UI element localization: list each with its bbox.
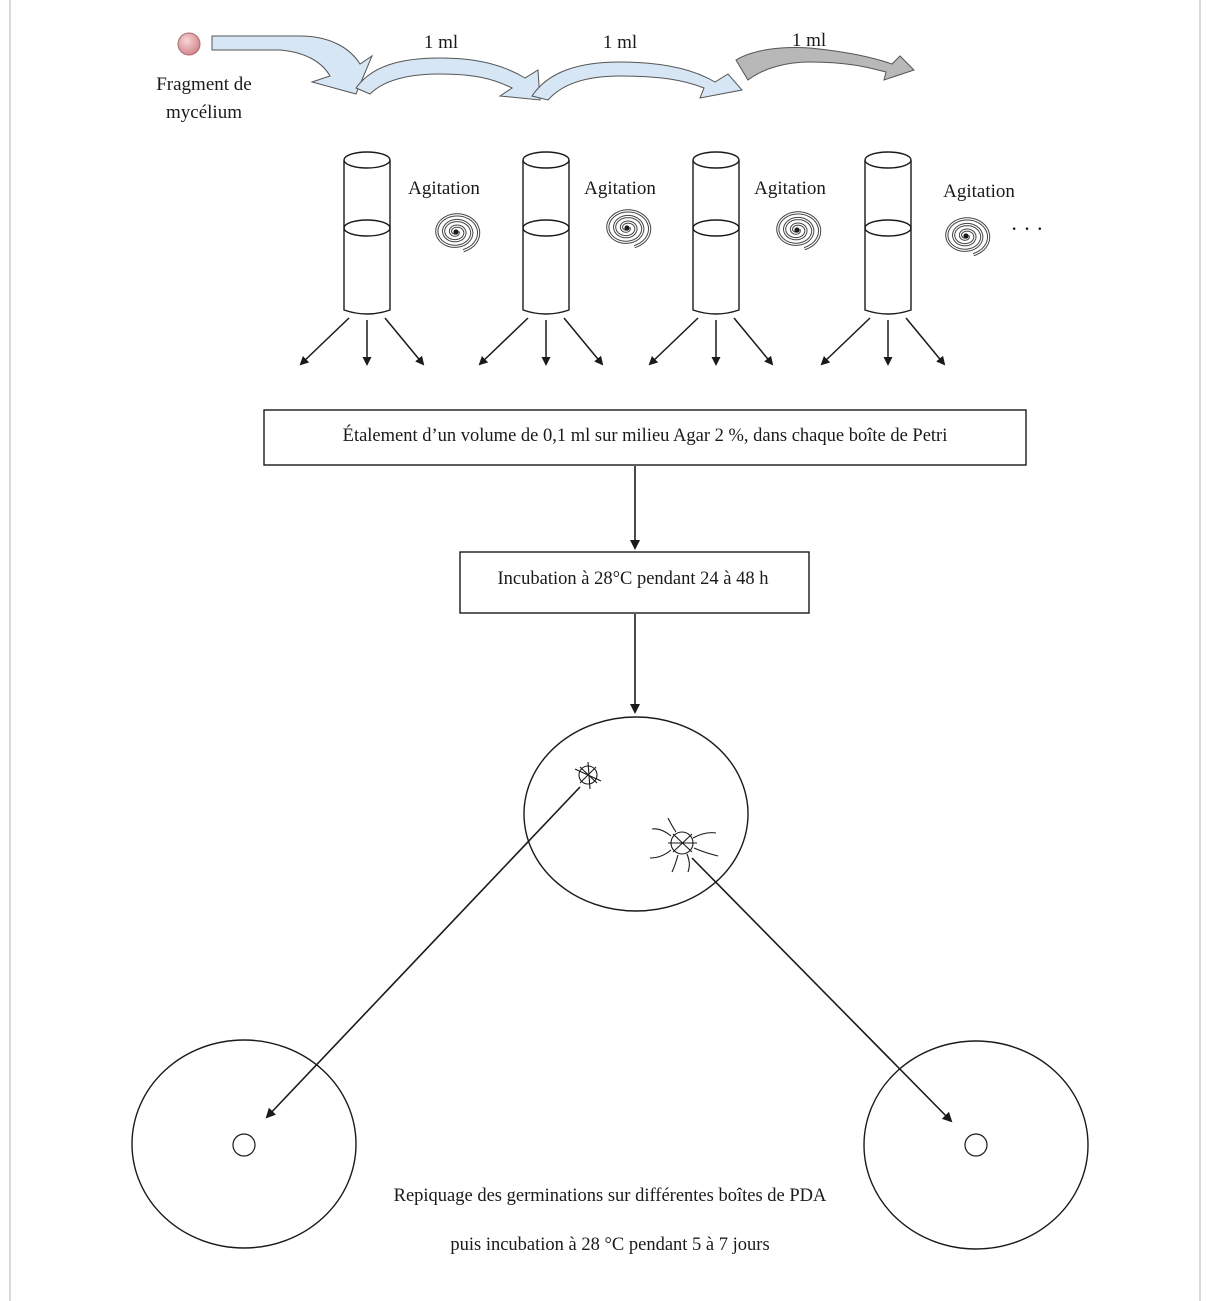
pda-plate-left	[131, 1039, 357, 1249]
incubation-step-text: Incubation à 28°C pendant 24 à 48 h	[498, 569, 769, 589]
spiral-stroke-inner	[777, 212, 821, 250]
tube-body	[343, 160, 391, 315]
spiral-center-dot	[963, 233, 969, 239]
spiral-stroke-inner	[946, 218, 990, 256]
tube-rim	[692, 151, 740, 169]
transfer-arrow-3	[531, 61, 743, 101]
transfer-label-3: 1 ml	[792, 30, 826, 51]
transfer-arrow-2	[355, 57, 541, 101]
germination-colony-1	[574, 761, 602, 790]
spread-arrow-right	[563, 317, 604, 366]
page-edge-right	[1199, 0, 1201, 1301]
continuation-ellipsis: · · ·	[1011, 216, 1044, 241]
agitation-spiral-icon-1	[435, 213, 481, 253]
dilution-tube-4	[820, 151, 946, 366]
subculture-caption-line1: Repiquage des germinations sur différent…	[394, 1186, 827, 1206]
agitation-label-2: Agitation	[584, 178, 656, 199]
spread-arrow-left	[820, 317, 871, 366]
spread-arrow-right	[905, 317, 946, 366]
incubation-step-box	[459, 551, 810, 614]
source-label-line2: mycélium	[166, 102, 242, 123]
pda-plate-right	[863, 1040, 1089, 1250]
source-label-line1: Fragment de	[156, 74, 252, 95]
spiral-center-dot	[794, 227, 800, 233]
arrow-colony1-to-left-plate	[265, 786, 581, 1119]
spread-arrow-left	[648, 317, 699, 366]
petri-dish-agar	[523, 716, 749, 912]
dilution-tubes	[299, 151, 991, 366]
spread-arrow-left	[478, 317, 529, 366]
spread-step-text: Étalement d’un volume de 0,1 ml sur mili…	[343, 424, 948, 446]
spread-arrow-left	[299, 317, 350, 366]
spread-step-box	[263, 409, 1027, 466]
agitation-spiral-icon-2	[606, 209, 652, 249]
spread-arrow-right	[384, 317, 425, 366]
tube-liquid-level	[522, 219, 570, 237]
mycelium-fragment-bead	[177, 32, 201, 56]
page-edge-left	[9, 0, 11, 1301]
tube-liquid-level	[343, 219, 391, 237]
dilution-tube-3	[648, 151, 774, 366]
dilution-tube-1	[299, 151, 425, 366]
spiral-center-dot	[624, 225, 630, 231]
arrow-colony2-to-right-plate	[691, 857, 953, 1123]
tube-rim	[864, 151, 912, 169]
agitation-label-1: Agitation	[408, 178, 480, 199]
spiral-center-dot	[453, 229, 459, 235]
agitation-label-3: Agitation	[754, 178, 826, 199]
agitation-spiral-icon-3	[776, 211, 822, 251]
tube-liquid-level	[692, 219, 740, 237]
pda-plate-left-inoculum	[232, 1133, 256, 1157]
spread-arrow-right	[733, 317, 774, 366]
agitation-label-4: Agitation	[943, 181, 1015, 202]
transfer-label-1: 1 ml	[424, 32, 458, 53]
transfer-arrow-4	[735, 47, 915, 81]
transfer-label-2: 1 ml	[603, 32, 637, 53]
tube-rim	[522, 151, 570, 169]
pda-plate-right-inoculum	[964, 1133, 988, 1157]
spiral-stroke-inner	[607, 210, 651, 248]
tube-body	[522, 160, 570, 315]
tube-body	[864, 160, 912, 315]
germination-colony-2	[649, 817, 719, 873]
tube-liquid-level	[864, 219, 912, 237]
tube-rim	[343, 151, 391, 169]
transfer-arrow-1	[211, 35, 374, 95]
dilution-tube-2	[478, 151, 604, 366]
agitation-spiral-icon-4	[945, 217, 991, 257]
spiral-stroke-inner	[436, 214, 480, 252]
tube-body	[692, 160, 740, 315]
subculture-caption-line2: puis incubation à 28 °C pendant 5 à 7 jo…	[450, 1235, 769, 1255]
